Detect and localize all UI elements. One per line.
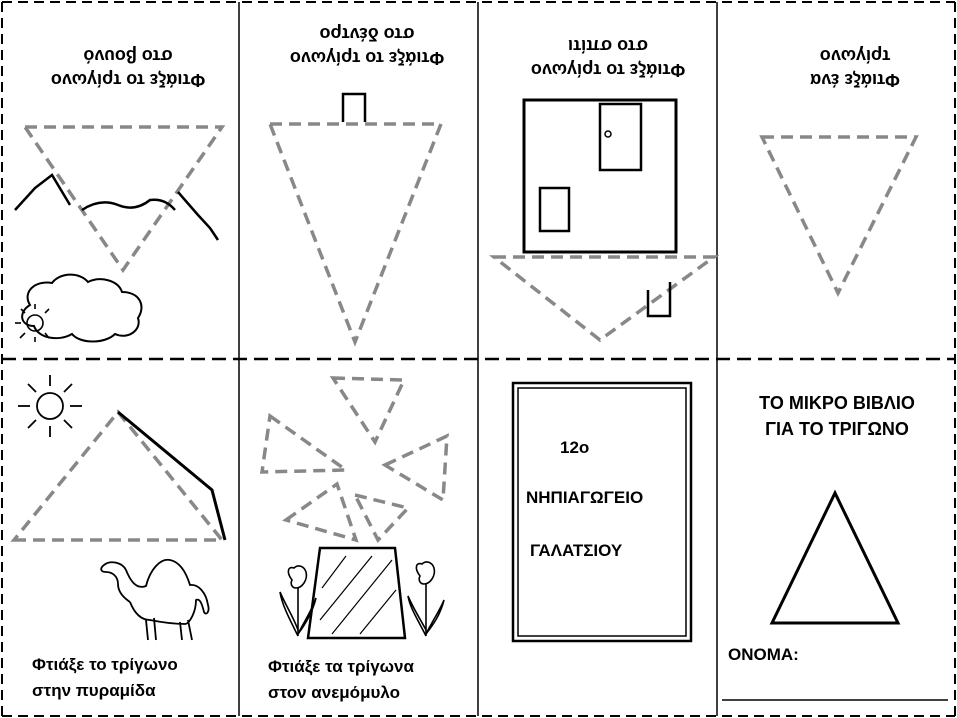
mountain-dashed-triangle (21, 125, 226, 274)
house-door (598, 102, 643, 172)
roof-dashed-triangle (488, 255, 720, 343)
windmill-blades (259, 376, 449, 544)
tulip-icon-left (279, 565, 317, 637)
title-solid-triangle (769, 489, 901, 625)
caption-plain-line2: τρίγωνο (819, 46, 891, 66)
caption-plain-triangle: Φτιάξε ένα τρίγωνο (790, 44, 920, 92)
cover-school-name: ΝΗΠΙΑΓΩΓΕΙΟ (526, 488, 644, 507)
caption-mountain-line1: Φτιάξε το τρίγωνο (50, 70, 206, 90)
book-title: ΤΟ ΜΙΚΡΟ ΒΙΒΛΙΟ ΓΙΑ ΤΟ ΤΡΙΓΩΝΟ (727, 390, 947, 442)
sun-icon-pyramid (18, 375, 82, 437)
caption-pyramid-line1: Φτιάξε το τρίγωνο (32, 655, 178, 674)
windmill-drawing (259, 376, 449, 640)
pyramid-dashed-triangle (10, 409, 226, 542)
caption-windmill-line1: Φτιάξε τα τρίγωνα (268, 657, 414, 676)
plain-dashed-triangle (759, 135, 919, 297)
tree-trunk (341, 92, 367, 122)
caption-windmill: Φτιάξε τα τρίγωνα στον ανεμόμυλο (268, 654, 414, 706)
windmill-hatching (319, 555, 397, 635)
house-drawing (488, 98, 720, 343)
camel-icon (100, 558, 210, 641)
house-chimney (646, 282, 672, 318)
door-knob (604, 130, 612, 138)
cover-number: 12ο (560, 438, 590, 457)
mountain-ridge (81, 198, 176, 212)
caption-plain-line1: Φτιάξε ένα (810, 70, 900, 90)
caption-pyramid-line2: στην πυραμίδα (32, 681, 156, 700)
cover-frame (511, 381, 693, 643)
mountain-slope-right (177, 191, 220, 241)
caption-tree-line1: Φτιάξε το τρίγωνο (289, 48, 445, 68)
tree-drawing (267, 92, 444, 347)
book-title-line2: ΓΙΑ ΤΟ ΤΡΙΓΩΝΟ (765, 419, 909, 439)
tree-dashed-triangle (267, 122, 444, 347)
sun-icon (15, 304, 50, 342)
cover-district: ΓΑΛΑΤΣΙΟΥ (530, 541, 623, 560)
pyramid-side-edge (117, 410, 227, 541)
caption-mountain-line2: στο βουνό (83, 46, 173, 66)
caption-house-line2: στο σπίτι (568, 36, 648, 56)
mountain-drawing (14, 125, 226, 343)
caption-tree: Φτιάξε το τρίγωνο στο δέντρο (262, 22, 472, 70)
name-label: ΟΝΟΜΑ: (728, 645, 799, 664)
book-title-line1: ΤΟ ΜΙΚΡΟ ΒΙΒΛΙΟ (759, 393, 915, 413)
caption-mountain: Φτιάξε το τρίγωνο στο βουνό (18, 44, 238, 92)
house-wall (522, 98, 678, 254)
caption-house-line1: Φτιάξε το τρίγωνο (530, 60, 686, 80)
caption-house: Φτιάξε το τρίγωνο στο σπίτι (503, 34, 713, 82)
tulip-icon-right (407, 561, 445, 637)
pyramid-drawing (10, 375, 227, 641)
caption-windmill-line2: στον ανεμόμυλο (268, 683, 400, 702)
caption-pyramid: Φτιάξε το τρίγωνο στην πυραμίδα (32, 652, 178, 704)
cloud-icon (21, 273, 143, 343)
caption-tree-line2: στο δέντρο (319, 24, 415, 44)
mountain-slope-left (14, 173, 72, 211)
house-window (538, 186, 571, 233)
